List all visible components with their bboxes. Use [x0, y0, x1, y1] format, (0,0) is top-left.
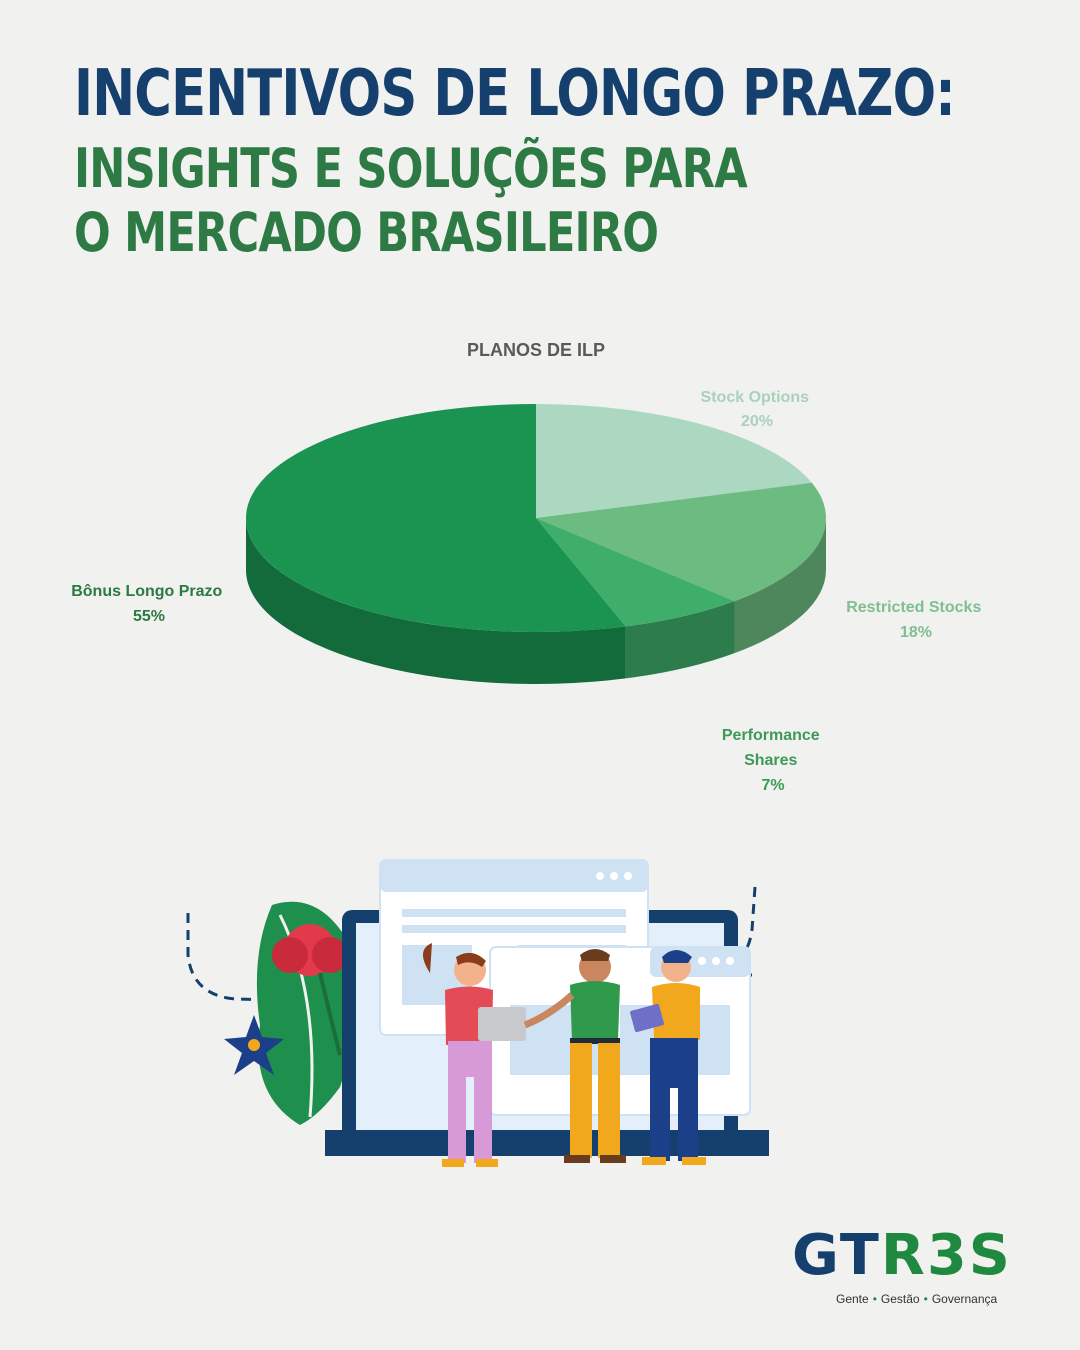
star-flower-icon	[224, 1015, 284, 1075]
slice-label-bonus-longo-prazo: Bônus Longo Prazo 55%	[71, 583, 227, 625]
slice-value-stock-options: 20%	[741, 413, 773, 430]
flower-icon	[272, 924, 348, 1056]
pie-side-restricted-stocks	[734, 518, 826, 654]
logo-r3s: R3S	[880, 1223, 1012, 1288]
pie-slice-performance-shares	[536, 518, 735, 627]
slice-name-performance-shares-2: Shares	[744, 752, 797, 769]
slice-name-bonus-longo-prazo: Bônus Longo Prazo	[71, 583, 222, 600]
man-green-figure	[523, 949, 626, 1163]
pie-side-performance-shares	[625, 601, 735, 679]
pie-chart: PLANOS DE ILP Stock Options 20% Restrict…	[71, 340, 986, 794]
pie-slice-stock-options	[536, 404, 812, 518]
man-yellow-figure	[630, 950, 706, 1165]
team-laptop-illustration	[186, 859, 769, 1167]
dashed-line-left	[186, 913, 281, 1002]
slice-value-bonus-longo-prazo: 55%	[133, 608, 165, 625]
slice-label-stock-options: Stock Options 20%	[701, 389, 814, 430]
tagline-word-2: Gestão	[880, 1292, 920, 1306]
slice-name-stock-options: Stock Options	[701, 389, 810, 406]
brand-logo: GTR3S Gente•Gestão•Governança	[792, 1228, 1010, 1307]
pie-layer	[245, 404, 826, 684]
pie-slice-restricted-stocks	[536, 482, 826, 602]
slice-value-performance-shares: 7%	[761, 777, 784, 794]
slice-name-restricted-stocks: Restricted Stocks	[846, 599, 981, 616]
title-block: INCENTIVOS DE LONGO PRAZO: INSIGHTS E SO…	[74, 62, 1080, 260]
slice-label-restricted-stocks: Restricted Stocks 18%	[846, 599, 986, 641]
pie-side-bonus-longo-prazo	[246, 518, 626, 684]
pie-slice-bonus-longo-prazo	[245, 404, 626, 632]
logo-wordmark: GTR3S	[792, 1228, 1012, 1284]
laptop-base	[325, 1130, 769, 1156]
page-subtitle-line-2: O MERCADO BRASILEIRO	[74, 201, 659, 264]
slice-value-restricted-stocks: 18%	[900, 624, 932, 641]
tagline-separator: •	[872, 1292, 877, 1306]
tagline-word-1: Gente	[836, 1292, 869, 1306]
page-title: INCENTIVOS DE LONGO PRAZO:	[74, 57, 956, 131]
tagline-word-3: Governança	[931, 1292, 998, 1306]
woman-figure	[422, 943, 526, 1167]
chart-title: PLANOS DE ILP	[467, 340, 605, 360]
slice-name-performance-shares-1: Performance	[722, 727, 820, 744]
page-subtitle-line-1: INSIGHTS E SOLUÇÕES PARA	[74, 137, 748, 200]
logo-gt: GT	[792, 1223, 881, 1288]
tagline-separator: •	[923, 1292, 928, 1306]
slice-label-performance-shares: Performance Shares 7%	[722, 727, 824, 794]
brand-tagline: Gente•Gestão•Governança	[836, 1292, 1008, 1306]
